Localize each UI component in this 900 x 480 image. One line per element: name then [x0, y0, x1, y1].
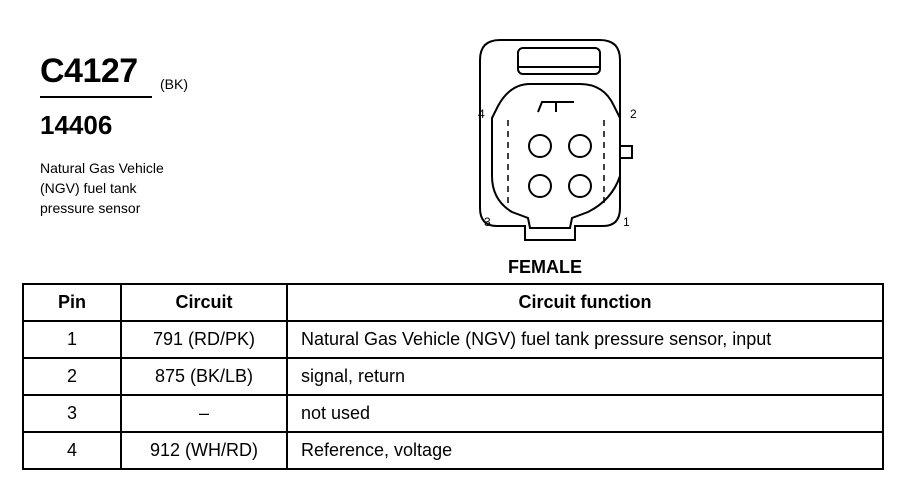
pin-cavity-4	[528, 134, 552, 158]
circuit-cell: 875 (BK/LB)	[120, 357, 288, 396]
latch-mark	[537, 101, 574, 113]
column-header-function: Circuit function	[286, 283, 884, 322]
circuit-cell: 791 (RD/PK)	[120, 320, 288, 359]
table-row: 2 875 (BK/LB) signal, return	[22, 357, 884, 396]
side-key	[620, 145, 633, 159]
function-cell: signal, return	[286, 357, 884, 396]
pin-label-2: 2	[630, 107, 637, 121]
connector-gender-label: FEMALE	[508, 257, 582, 277]
description-line: (NGV) fuel tank	[40, 180, 137, 196]
pin-cavity-1	[568, 174, 592, 198]
column-header-circuit: Circuit	[120, 283, 288, 322]
function-cell: not used	[286, 394, 884, 433]
pin-label-1: 1	[623, 215, 630, 229]
pin-label-4: 4	[478, 107, 485, 121]
connector-housing-outline	[479, 39, 621, 241]
table-row: 3 – not used	[22, 394, 884, 433]
connector-code: C4127	[40, 52, 138, 90]
function-cell: Natural Gas Vehicle (NGV) fuel tank pres…	[286, 320, 884, 359]
description-line: Natural Gas Vehicle	[40, 160, 164, 176]
title-divider	[40, 96, 152, 98]
color-code: (BK)	[160, 76, 188, 92]
part-number: 14406	[40, 110, 113, 140]
circuit-cell: –	[120, 394, 288, 433]
locking-tab-outline	[517, 47, 601, 75]
connector-face-outline	[491, 83, 621, 229]
pin-cell: 3	[22, 394, 122, 433]
pin-cavity-3	[528, 174, 552, 198]
pin-cell: 4	[22, 431, 122, 470]
pin-cell: 1	[22, 320, 122, 359]
pin-cavity-2	[568, 134, 592, 158]
table-header-row: Pin Circuit Circuit function	[22, 283, 884, 322]
pin-cell: 2	[22, 357, 122, 396]
pinout-table: Pin Circuit Circuit function 1 791 (RD/P…	[22, 283, 884, 470]
connector-face-diagram: 4 2 3 1	[478, 39, 637, 241]
function-cell: Reference, voltage	[286, 431, 884, 470]
table-row: 4 912 (WH/RD) Reference, voltage	[22, 431, 884, 470]
table-row: 1 791 (RD/PK) Natural Gas Vehicle (NGV) …	[22, 320, 884, 359]
pin-label-3: 3	[484, 215, 491, 229]
column-header-pin: Pin	[22, 283, 122, 322]
circuit-cell: 912 (WH/RD)	[120, 431, 288, 470]
connector-description: Natural Gas Vehicle (NGV) fuel tank pres…	[40, 158, 200, 218]
description-line: pressure sensor	[40, 200, 141, 216]
